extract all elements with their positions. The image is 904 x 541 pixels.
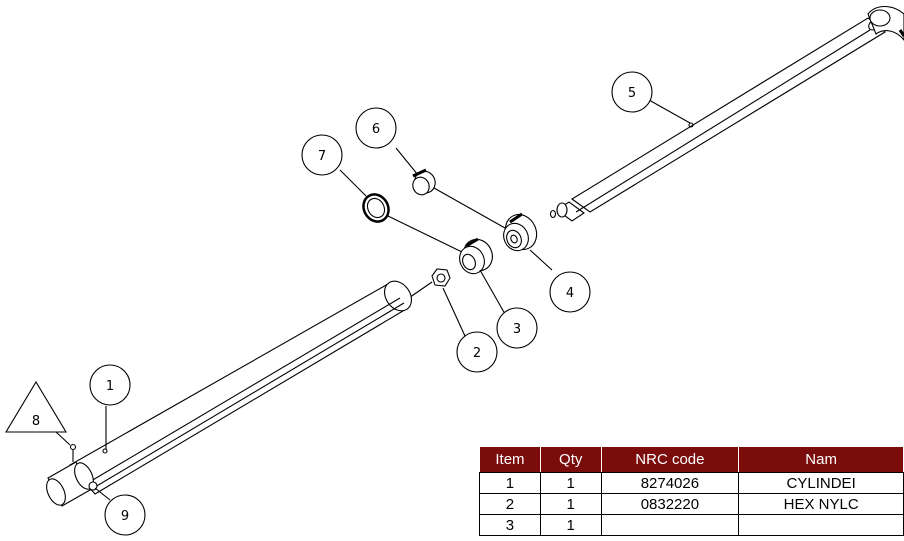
- callout-7: 7: [301, 134, 343, 176]
- callout-3-label: 3: [513, 322, 521, 337]
- callout-2-label: 2: [473, 346, 481, 361]
- grease-nipple-part: [69, 443, 77, 462]
- piston-rod-part: [549, 5, 904, 222]
- wear-ring-part: [339, 169, 463, 253]
- callout-8: 8: [5, 380, 71, 446]
- callout-5-label: 5: [628, 86, 636, 101]
- callout-9-label: 9: [121, 509, 129, 524]
- callout-5: 5: [611, 71, 653, 113]
- callout-8-label: 8: [32, 414, 40, 429]
- callout-4: 4: [549, 271, 591, 313]
- callout-6: 6: [355, 107, 397, 149]
- callout-7-label: 7: [318, 149, 326, 164]
- callout-3: 3: [496, 307, 538, 349]
- gland-part: [503, 212, 553, 271]
- callout-1-label: 1: [106, 379, 114, 394]
- seal-nut-part: [395, 147, 506, 229]
- hex-nylock-nut-part: [405, 268, 466, 337]
- callout-2: 2: [456, 331, 498, 373]
- callout-1: 1: [89, 364, 131, 406]
- callout-6-label: 6: [372, 122, 380, 137]
- cylinder-body-part: [46, 280, 412, 507]
- callout-9: 9: [94, 487, 146, 536]
- callout-4-label: 4: [566, 286, 574, 301]
- piston-part: [459, 237, 506, 315]
